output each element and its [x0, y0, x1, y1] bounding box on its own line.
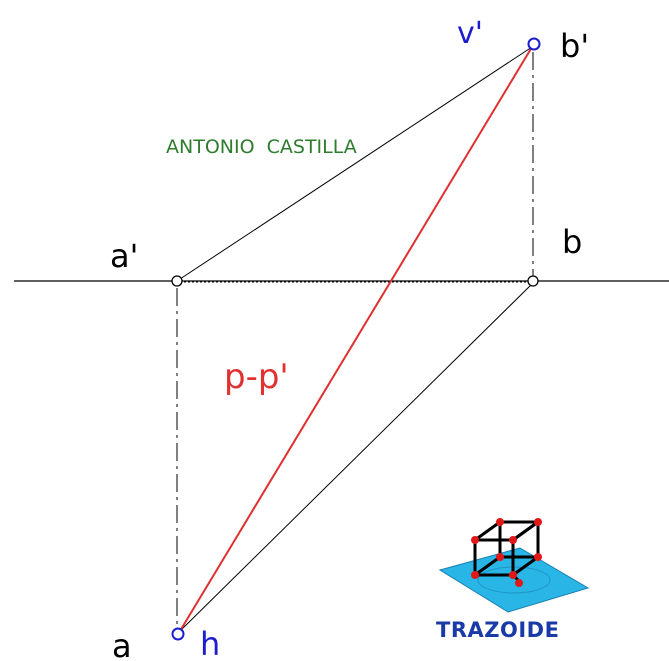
author-watermark: ANTONIO CASTILLA — [166, 136, 357, 158]
point-b — [527, 275, 539, 287]
line-a-prime-b-prime — [176, 44, 536, 282]
label-b-prime: b' — [560, 27, 589, 65]
label-b: b — [562, 223, 582, 261]
label-a-prime: a' — [110, 237, 138, 275]
label-v-prime: v' — [457, 16, 483, 51]
point-a-prime — [171, 275, 183, 287]
point-v-prime — [527, 37, 541, 51]
profile-line-p-p-prime — [179, 46, 533, 632]
point-h — [171, 627, 185, 641]
line-b-a — [177, 280, 536, 634]
label-h: h — [200, 625, 220, 661]
label-p-p-prime: p-p' — [224, 357, 289, 397]
trazoide-logo-text: TRAZOIDE — [436, 618, 559, 642]
cube-on-plane-icon — [438, 518, 590, 613]
label-a: a — [112, 627, 132, 661]
